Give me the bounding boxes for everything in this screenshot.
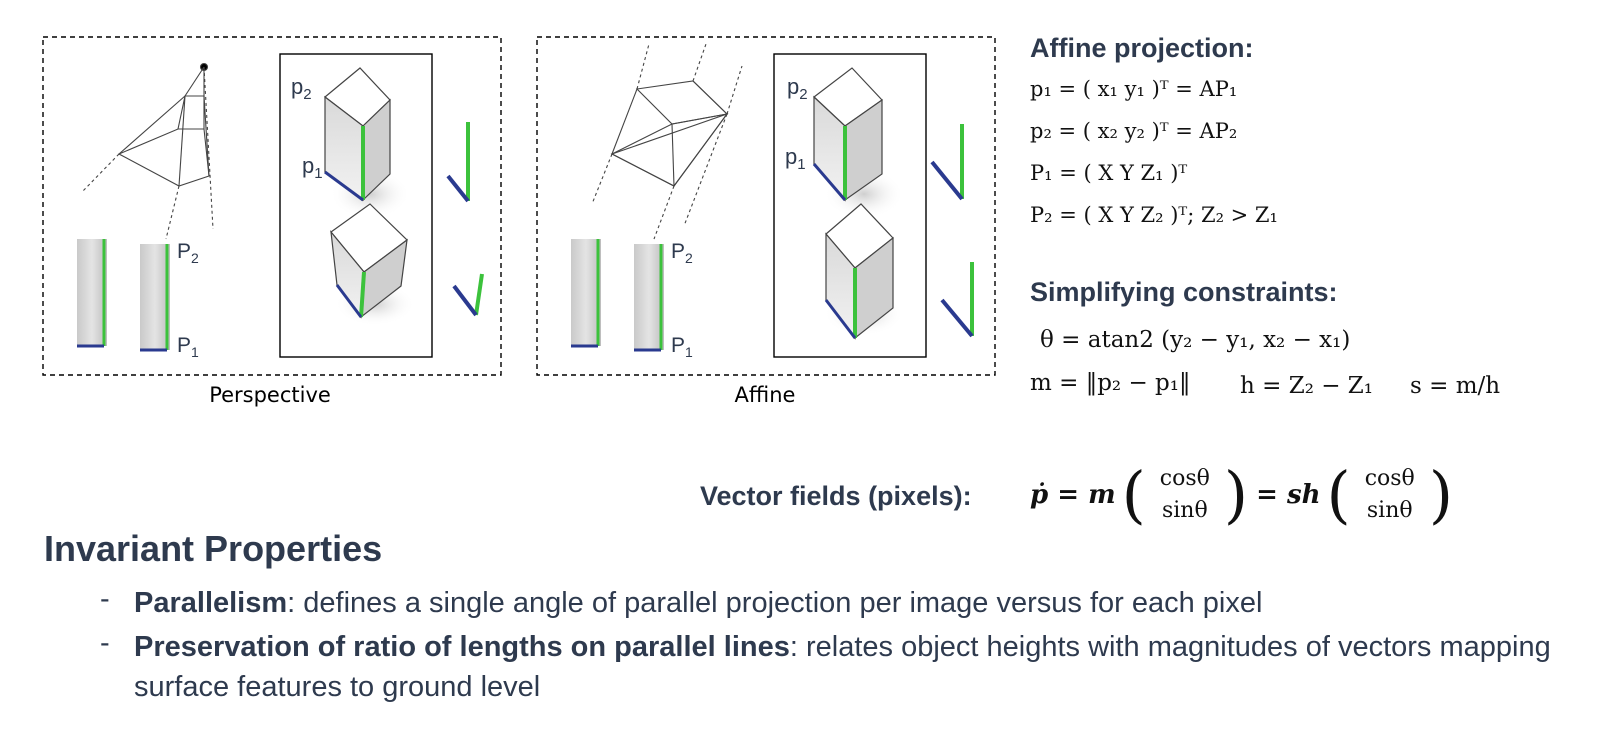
equation-p2: p₂ = ( x₂ y₂ )ᵀ = AP₂ [1030, 119, 1238, 143]
vector-glyphs [446, 122, 484, 317]
matrix-1-cos: cosθ [1159, 466, 1210, 491]
invariant-properties-title: Invariant Properties [44, 528, 383, 569]
projected-box-bottom [824, 203, 894, 340]
bullet-text: Parallelism: defines a single angle of p… [134, 583, 1262, 623]
equation-P1: P₁ = ( X Y Z₁ )ᵀ [1030, 161, 1188, 185]
matrix-2-sin: sinθ [1366, 498, 1413, 523]
ground-columns [77, 239, 170, 352]
matrix-1-sin: sinθ [1161, 498, 1208, 523]
perspective-diagram: P2 P1 p2 p1 [42, 36, 502, 376]
left-paren: ( [1121, 458, 1146, 531]
bullet-parallelism: - Parallelism: defines a single angle of… [100, 583, 1580, 623]
matrix-2-cos: cosθ [1364, 466, 1415, 491]
matrix-1: cosθ sinθ [1160, 463, 1210, 527]
bullet-dash: - [100, 627, 110, 659]
label-big-P2: P2 [671, 240, 693, 266]
bullet-dash: - [100, 583, 110, 615]
vector-lhs: ṗ = m [1030, 480, 1116, 510]
parallel-wireframe [591, 43, 743, 240]
bullet-rest: : defines a single angle of parallel pro… [287, 587, 1263, 619]
right-paren-2: ) [1428, 458, 1454, 531]
affine-projection-title: Affine projection: [1030, 33, 1254, 63]
label-small-p2: p2 [787, 74, 808, 103]
equation-h: h = Z₂ − Z₁ [1240, 373, 1374, 399]
vector-glyphs [930, 124, 974, 338]
bullet-text: Preservation of ratio of lengths on para… [134, 627, 1580, 707]
affine-caption: Affine [734, 383, 796, 407]
bullet-bold: Preservation of ratio of lengths on para… [134, 631, 790, 663]
bullet-rest: : relates object heights with magnitudes… [134, 631, 1551, 703]
vector-fields-label: Vector fields (pixels): [700, 481, 972, 511]
label-big-P2: P2 [177, 240, 199, 266]
left-paren-2: ( [1326, 458, 1351, 531]
projected-box-top [324, 67, 391, 202]
equation-p1: p₁ = ( x₁ y₁ )ᵀ = AP₁ [1030, 77, 1238, 101]
right-paren: ) [1223, 458, 1249, 531]
perspective-caption: Perspective [209, 383, 331, 407]
label-big-P1: P1 [177, 334, 199, 360]
affine-diagram: P2 P1 p2 p1 [536, 36, 996, 376]
equation-theta: θ = atan2 (y₂ − y₁, x₂ − x₁) [1040, 327, 1351, 353]
vector-fields-equation: ṗ = m ( cosθ sinθ ) = sh ( cosθ sinθ ) [1030, 455, 1453, 535]
equation-s: s = m/h [1410, 373, 1501, 399]
bullet-bold: Parallelism [134, 587, 288, 619]
label-small-p2: p2 [291, 74, 312, 103]
projected-box-bottom [330, 203, 408, 319]
bullet-ratio: - Preservation of ratio of lengths on pa… [100, 627, 1580, 707]
vector-mid: = sh [1256, 480, 1321, 510]
perspective-dashed-frame [42, 36, 502, 376]
affine-dashed-frame [536, 36, 996, 376]
ground-columns [571, 239, 664, 352]
invariant-bullets: - Parallelism: defines a single angle of… [100, 583, 1580, 711]
equation-P2: P₂ = ( X Y Z₂ )ᵀ; Z₂ > Z₁ [1030, 203, 1278, 227]
label-small-p1: p1 [785, 144, 806, 173]
constraints-title: Simplifying constraints: [1030, 277, 1338, 307]
label-big-P1: P1 [671, 334, 693, 360]
equation-m: m = ‖p₂ − p₁‖ [1030, 370, 1191, 396]
matrix-2: cosθ sinθ [1365, 463, 1415, 527]
label-small-p1: p1 [302, 153, 323, 182]
camera-frustum [81, 62, 214, 240]
projected-box-top [812, 67, 883, 202]
